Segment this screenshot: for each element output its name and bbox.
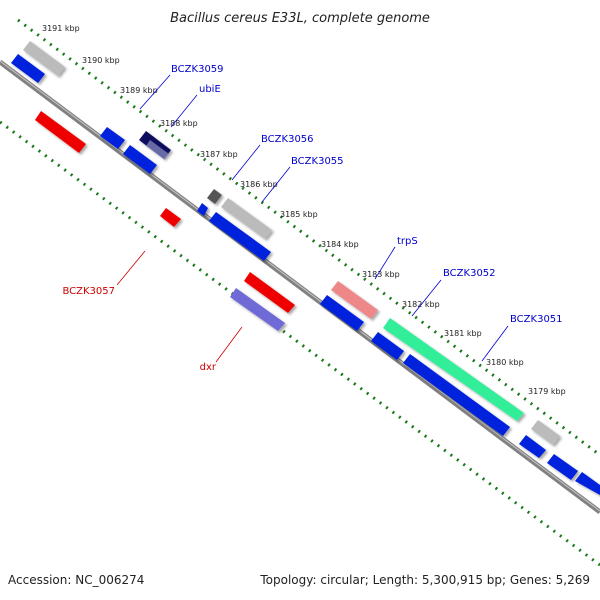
scale-tick-label: 3186 kbp	[240, 180, 278, 189]
gene-label-BCZK3052[interactable]: BCZK3052	[443, 268, 496, 279]
gene-labels: BCZK3059 ubiE BCZK3056 BCZK3055 trpS BCZ…	[62, 64, 562, 373]
cds-arrow[interactable]	[320, 295, 364, 331]
cds-arrow[interactable]	[35, 111, 86, 153]
gene-label-BCZK3055[interactable]: BCZK3055	[291, 156, 344, 167]
cds-arrow[interactable]	[519, 435, 546, 458]
cds-arrow[interactable]	[575, 472, 600, 495]
dotted-track-upper	[17, 18, 600, 457]
cds-arrow[interactable]	[11, 54, 45, 83]
gene-label-BCZK3057[interactable]: BCZK3057	[62, 286, 115, 297]
cds-arrow[interactable]	[100, 127, 125, 149]
gene-label-BCZK3059[interactable]: BCZK3059	[171, 64, 224, 75]
cds-arrow[interactable]	[146, 140, 169, 160]
scale-tick-label: 3188 kbp	[160, 119, 198, 128]
gene-label-lines	[116, 74, 509, 363]
gene-label-BCZK3056[interactable]: BCZK3056	[261, 134, 314, 145]
cds-arrow[interactable]	[197, 203, 208, 216]
dotted-track-lower	[0, 120, 600, 567]
cds-arrow[interactable]	[207, 189, 222, 204]
genome-summary-text: Topology: circular; Length: 5,300,915 bp…	[260, 573, 590, 587]
scale-tick-label: 3181 kbp	[444, 329, 482, 338]
scale-tick-label: 3180 kbp	[486, 358, 524, 367]
cds-arrow[interactable]	[547, 454, 578, 480]
cds-arrow[interactable]	[371, 332, 404, 360]
cds-arrow[interactable]	[160, 208, 181, 227]
gene-features	[11, 41, 600, 495]
scale-tick-label: 3183 kbp	[362, 270, 400, 279]
cds-arrow[interactable]	[23, 41, 65, 76]
scale-tick-label: 3187 kbp	[200, 150, 238, 159]
accession-text: Accession: NC_006274	[8, 573, 145, 587]
cds-arrow[interactable]	[209, 212, 271, 261]
scale-ticks: 3191 kbp 3190 kbp 3189 kbp 3188 kbp 3187 kbp…	[42, 24, 566, 396]
scale-tick-label: 3184 kbp	[321, 240, 359, 249]
gene-label-trpS[interactable]: trpS	[397, 236, 418, 247]
cds-arrow[interactable]	[123, 145, 157, 174]
gene-label-dxr[interactable]: dxr	[200, 362, 217, 373]
cds-arrow[interactable]	[531, 420, 560, 445]
cds-arrow[interactable]	[331, 281, 378, 319]
cds-arrow[interactable]	[383, 318, 524, 421]
scale-tick-label: 3179 kbp	[528, 387, 566, 396]
cds-arrow[interactable]	[244, 272, 295, 313]
cds-arrow[interactable]	[230, 288, 285, 331]
scale-tick-label: 3190 kbp	[82, 56, 120, 65]
scale-tick-label: 3189 kbp	[120, 86, 158, 95]
scale-tick-label: 3185 kbp	[280, 210, 318, 219]
gene-label-ubiE[interactable]: ubiE	[199, 84, 221, 95]
cds-arrow[interactable]	[403, 354, 510, 436]
scale-tick-label: 3191 kbp	[42, 24, 80, 33]
gene-label-BCZK3051[interactable]: BCZK3051	[510, 314, 563, 325]
cds-arrow[interactable]	[221, 198, 272, 239]
map-title: Bacillus cereus E33L, complete genome	[170, 11, 430, 26]
